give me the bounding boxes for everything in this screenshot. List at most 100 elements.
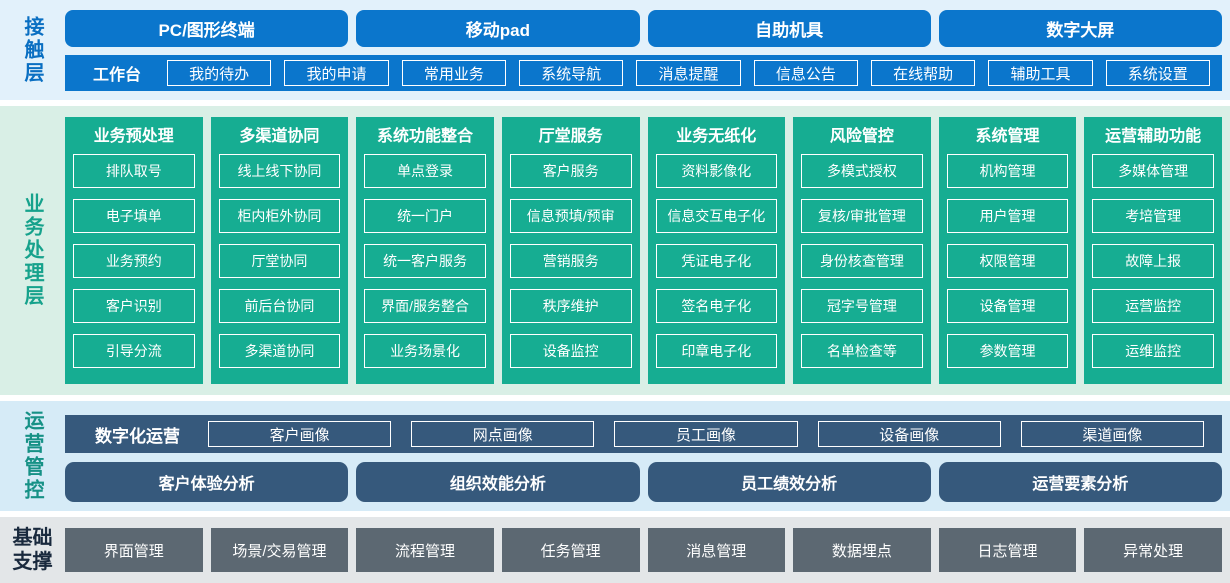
business-column-items: 机构管理 用户管理 权限管理 设备管理 参数管理 <box>946 154 1069 368</box>
digital-operation-label: 数字化运营 <box>95 426 180 446</box>
business-module-item[interactable]: 统一客户服务 <box>364 244 486 278</box>
business-columns: 业务预处理 排队取号 电子填单 业务预约 客户识别 引导分流 <box>65 117 1222 384</box>
business-module-item[interactable]: 故障上报 <box>1092 244 1214 278</box>
business-column-title: 业务预处理 <box>93 128 174 145</box>
foundation-button[interactable]: 消息管理 <box>647 528 786 572</box>
workbench-button[interactable]: 辅助工具 <box>988 60 1093 86</box>
business-module-item[interactable]: 柜内柜外协同 <box>218 199 341 233</box>
business-module-item[interactable]: 多模式授权 <box>801 154 923 188</box>
business-module-item[interactable]: 界面/服务整合 <box>364 289 486 323</box>
business-module-item[interactable]: 排队取号 <box>73 154 195 188</box>
foundation-button[interactable]: 场景/交易管理 <box>210 528 349 572</box>
profile-item[interactable]: 网点画像 <box>411 421 595 447</box>
digital-operation-bar: 数字化运营 客户画像 网点画像 员工画像 设备画像 渠道画像 <box>65 415 1222 453</box>
business-module-item[interactable]: 多媒体管理 <box>1092 154 1214 188</box>
profile-item[interactable]: 设备画像 <box>817 421 1001 447</box>
profile-item[interactable]: 员工画像 <box>614 421 798 447</box>
workbench-button[interactable]: 消息提醒 <box>636 60 741 86</box>
workbench-button[interactable]: 系统导航 <box>519 60 624 86</box>
operations-layer-label: 运营管控 <box>21 410 43 502</box>
foundation-button[interactable]: 异常处理 <box>1084 528 1222 572</box>
business-module-item[interactable]: 引导分流 <box>73 334 195 368</box>
business-column-items: 多模式授权 复核/审批管理 身份核查管理 冠字号管理 名单检查等 <box>801 154 923 368</box>
business-column-title: 系统管理 <box>975 128 1040 145</box>
workbench-bar: 工作台 我的待办 我的申请 常用业务 系统导航 消息提醒 信息公告 在线帮助 <box>65 55 1222 91</box>
business-module-item[interactable]: 客户识别 <box>73 289 195 323</box>
business-module-item[interactable]: 复核/审批管理 <box>801 199 923 233</box>
profile-item[interactable]: 渠道画像 <box>1020 421 1205 447</box>
business-module-item[interactable]: 运维监控 <box>1092 334 1214 368</box>
contact-layer-content: PC/图形终端 移动pad 自助机具 数字大屏 工作台 我的待办 我的申请 常用… <box>65 0 1230 100</box>
foundation-button[interactable]: 流程管理 <box>356 528 494 572</box>
workbench-label: 工作台 <box>93 67 142 84</box>
business-module-item[interactable]: 业务场景化 <box>364 334 486 368</box>
operations-layer-band: 运营管控 数字化运营 客户画像 网点画像 员工画像 设备画像 渠道画像 <box>0 401 1230 511</box>
business-module-item[interactable]: 客户服务 <box>509 154 632 188</box>
terminal-row: PC/图形终端 移动pad 自助机具 数字大屏 <box>65 10 1222 47</box>
foundation-layer-content: 界面管理 场景/交易管理 流程管理 任务管理 消息管理 数据埋点 日志管理 异常… <box>65 517 1230 583</box>
business-module-item[interactable]: 参数管理 <box>946 334 1069 368</box>
digital-operation-items: 客户画像 网点画像 员工画像 设备画像 渠道画像 <box>208 421 1205 447</box>
business-module-item[interactable]: 线上线下协同 <box>218 154 341 188</box>
business-column-items: 客户服务 信息预填/预审 营销服务 秩序维护 设备监控 <box>509 154 632 368</box>
workbench-button[interactable]: 信息公告 <box>753 60 858 86</box>
business-module-item[interactable]: 厅堂协同 <box>218 244 341 278</box>
workbench-button[interactable]: 常用业务 <box>401 60 506 86</box>
foundation-button[interactable]: 任务管理 <box>501 528 640 572</box>
terminal-button[interactable]: 自助机具 <box>647 10 931 47</box>
foundation-button[interactable]: 日志管理 <box>938 528 1077 572</box>
business-module-item[interactable]: 秩序维护 <box>509 289 632 323</box>
business-column-title: 厅堂服务 <box>538 128 603 145</box>
business-module-item[interactable]: 签名电子化 <box>655 289 778 323</box>
business-column: 运营辅助功能 多媒体管理 考培管理 故障上报 运营监控 运维监控 <box>1084 117 1222 384</box>
foundation-button[interactable]: 界面管理 <box>65 528 203 572</box>
workbench-button[interactable]: 系统设置 <box>1105 60 1210 86</box>
business-module-item[interactable]: 用户管理 <box>946 199 1069 233</box>
business-module-item[interactable]: 信息交互电子化 <box>655 199 778 233</box>
business-column: 厅堂服务 客户服务 信息预填/预审 营销服务 秩序维护 设备监控 <box>501 117 640 384</box>
business-module-item[interactable]: 考培管理 <box>1092 199 1214 233</box>
business-module-item[interactable]: 电子填单 <box>73 199 195 233</box>
terminal-button[interactable]: 移动pad <box>356 10 640 47</box>
business-column-title: 风险管控 <box>829 128 894 145</box>
business-module-item[interactable]: 前后台协同 <box>218 289 341 323</box>
analysis-button[interactable]: 客户体验分析 <box>65 462 349 502</box>
business-module-item[interactable]: 多渠道协同 <box>218 334 341 368</box>
business-column-items: 线上线下协同 柜内柜外协同 厅堂协同 前后台协同 多渠道协同 <box>218 154 341 368</box>
contact-layer-label: 接触层 <box>21 15 43 85</box>
business-module-item[interactable]: 设备监控 <box>509 334 632 368</box>
business-module-item[interactable]: 凭证电子化 <box>655 244 778 278</box>
business-module-item[interactable]: 营销服务 <box>509 244 632 278</box>
business-module-item[interactable]: 信息预填/预审 <box>509 199 632 233</box>
workbench-button[interactable]: 我的申请 <box>284 60 389 86</box>
workbench-button[interactable]: 我的待办 <box>167 60 272 86</box>
analysis-button[interactable]: 组织效能分析 <box>356 462 640 502</box>
business-module-item[interactable]: 业务预约 <box>73 244 195 278</box>
terminal-button[interactable]: PC/图形终端 <box>65 10 349 47</box>
analysis-button[interactable]: 运营要素分析 <box>938 462 1222 502</box>
business-module-item[interactable]: 单点登录 <box>364 154 486 188</box>
business-column-title: 多渠道协同 <box>239 128 320 145</box>
business-column-title: 运营辅助功能 <box>1105 128 1202 145</box>
business-column: 业务无纸化 资料影像化 信息交互电子化 凭证电子化 签名电子化 印章电子化 <box>647 117 786 384</box>
business-column: 风险管控 多模式授权 复核/审批管理 身份核查管理 冠字号管理 名单检查等 <box>793 117 931 384</box>
business-module-item[interactable]: 名单检查等 <box>801 334 923 368</box>
business-layer-band: 业务处理层 业务预处理 排队取号 电子填单 业务预约 客 <box>0 106 1230 395</box>
business-module-item[interactable]: 机构管理 <box>946 154 1069 188</box>
business-module-item[interactable]: 印章电子化 <box>655 334 778 368</box>
profile-item[interactable]: 客户画像 <box>208 421 392 447</box>
business-module-item[interactable]: 身份核查管理 <box>801 244 923 278</box>
business-module-item[interactable]: 统一门户 <box>364 199 486 233</box>
business-column: 系统功能整合 单点登录 统一门户 统一客户服务 界面/服务整合 业务场景化 <box>356 117 494 384</box>
business-module-item[interactable]: 运营监控 <box>1092 289 1214 323</box>
business-column: 多渠道协同 线上线下协同 柜内柜外协同 厅堂协同 前后台协同 多渠道协同 <box>210 117 349 384</box>
business-module-item[interactable]: 设备管理 <box>946 289 1069 323</box>
business-module-item[interactable]: 资料影像化 <box>655 154 778 188</box>
business-column: 系统管理 机构管理 用户管理 权限管理 设备管理 参数管理 <box>938 117 1077 384</box>
workbench-button[interactable]: 在线帮助 <box>870 60 976 86</box>
terminal-button[interactable]: 数字大屏 <box>938 10 1222 47</box>
analysis-button[interactable]: 员工绩效分析 <box>647 462 931 502</box>
foundation-button[interactable]: 数据埋点 <box>793 528 931 572</box>
business-module-item[interactable]: 权限管理 <box>946 244 1069 278</box>
business-module-item[interactable]: 冠字号管理 <box>801 289 923 323</box>
